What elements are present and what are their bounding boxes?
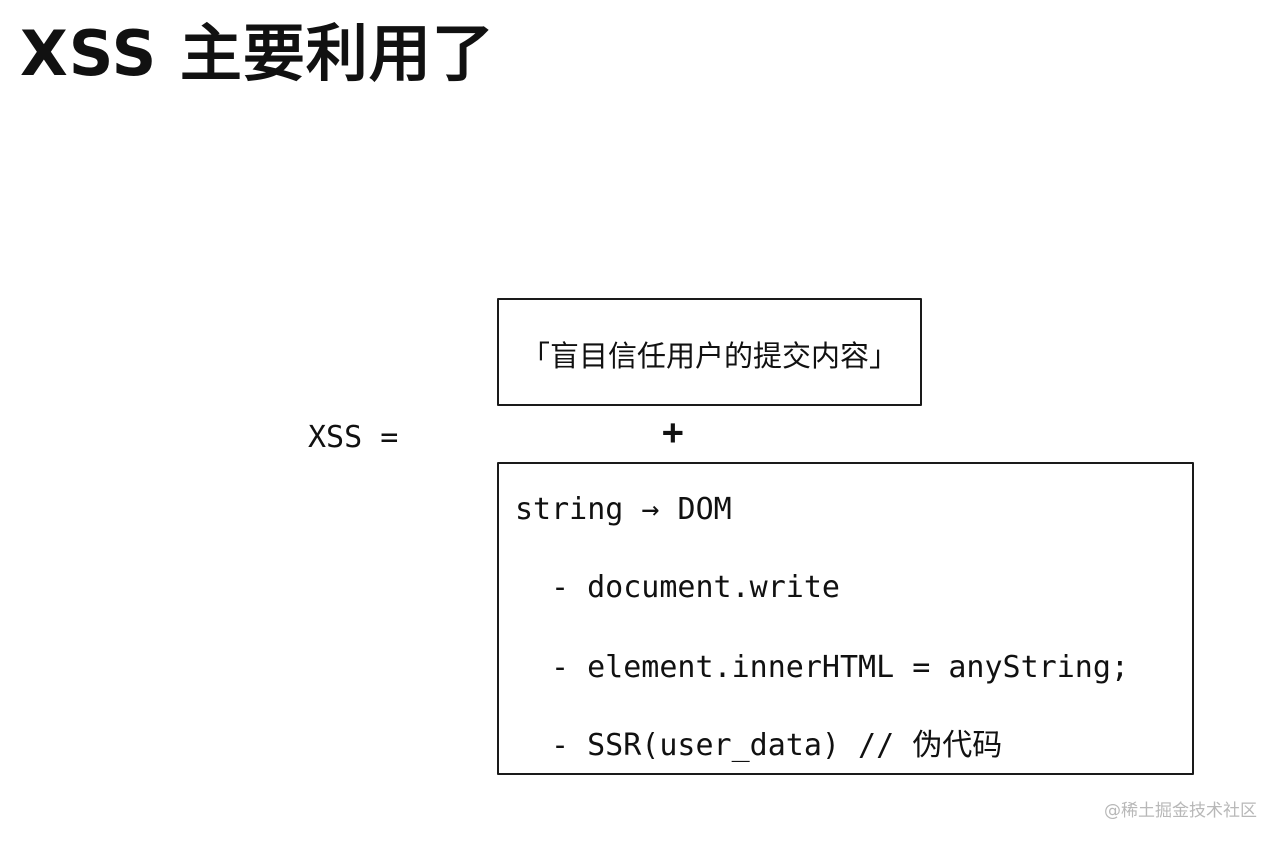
xss-equation-label: XSS = <box>308 420 399 455</box>
string-to-dom-box: string → DOM - document.write - element.… <box>497 462 1194 775</box>
code-line-inner-html: - element.innerHTML = anyString; <box>551 650 1129 685</box>
trust-box: 「盲目信任用户的提交内容」 <box>497 298 922 406</box>
page-title: XSS 主要利用了 <box>20 17 495 90</box>
trust-box-text: 「盲目信任用户的提交内容」 <box>520 339 898 373</box>
watermark: @稀土掘金技术社区 <box>1104 801 1257 821</box>
plus-operator: + <box>662 412 684 453</box>
code-line-ssr: - SSR(user_data) // 伪代码 <box>551 728 1003 763</box>
code-line-document-write: - document.write <box>551 570 840 605</box>
code-line-heading: string → DOM <box>515 492 732 527</box>
